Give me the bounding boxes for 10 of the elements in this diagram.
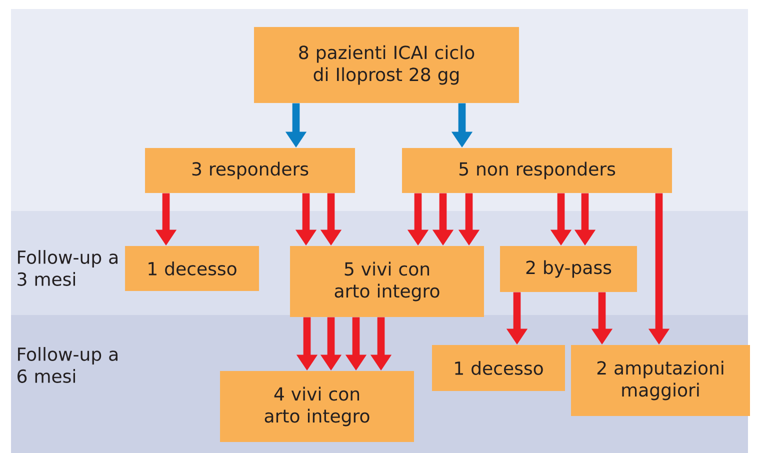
result-box: 2 amputazioni maggiori bbox=[571, 345, 750, 416]
row-label: Follow-up a 6 mesi bbox=[18, 347, 118, 383]
result-box: 5 non responders bbox=[402, 148, 672, 193]
result-box: 2 by-pass bbox=[500, 246, 637, 292]
result-box: 1 decesso bbox=[125, 246, 259, 291]
result-box: 4 vivi con arto integro bbox=[220, 371, 414, 442]
result-box: 5 vivi con arto integro bbox=[290, 246, 484, 317]
result-box: 1 decesso bbox=[432, 345, 565, 391]
result-box: 8 pazienti ICAI ciclo di Iloprost 28 gg bbox=[254, 27, 519, 103]
result-box: 3 responders bbox=[145, 148, 355, 193]
